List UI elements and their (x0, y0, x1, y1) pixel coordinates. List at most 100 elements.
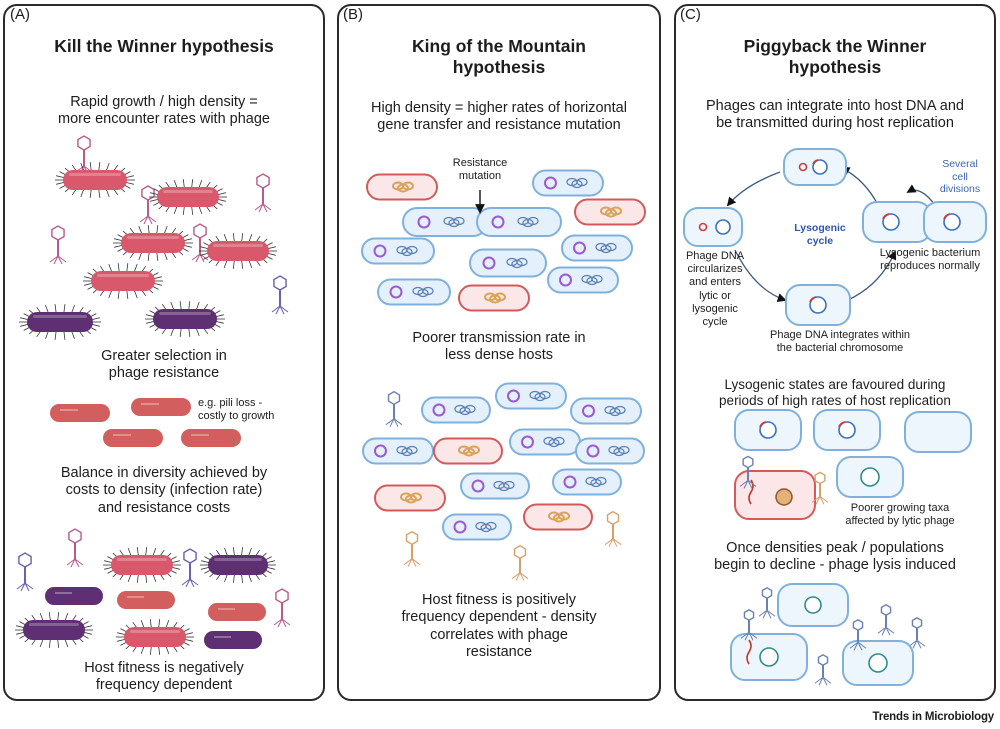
panel-a (3, 4, 325, 701)
phage-icon (254, 173, 272, 213)
phage-dna-circle (798, 162, 808, 172)
text-line: Host fitness is positively (422, 592, 576, 608)
cycle-arrow-top-right (840, 167, 879, 206)
text-line: Host fitness is negatively (84, 660, 244, 676)
panel-b-title: King of the Mountain hypothesis (337, 36, 661, 78)
dividing-cell (402, 207, 488, 237)
lytic-cell (734, 470, 816, 520)
host-cell-blue (561, 234, 633, 262)
title-line: King of the Mountain (412, 36, 586, 56)
text-line: Several (942, 158, 978, 170)
phage-icon (849, 618, 867, 651)
text-line: begin to decline - phage lysis induced (714, 557, 956, 574)
cycle-cell-right-b (923, 201, 987, 243)
resistant-bacterium (117, 591, 175, 609)
phage-icon (511, 544, 529, 581)
pink-bacterium (199, 233, 277, 269)
phage-icon (16, 552, 34, 592)
text-line: Resistance (452, 157, 508, 169)
phage-icon (811, 471, 829, 505)
panel-c-text2: Lysogenic states are favoured during per… (674, 377, 996, 409)
panel-b-art (361, 169, 646, 581)
text-line: affected by lytic phage (845, 515, 955, 528)
text-line: Rapid growth / high density = (70, 94, 258, 110)
purple-bacterium (19, 304, 101, 340)
lysogenic-cycle-label: Lysogenic cycle (780, 222, 860, 247)
phage-icon (403, 530, 421, 567)
panel-c-text1: Phages can integrate into host DNA and b… (674, 98, 996, 133)
pink-bacterium (103, 547, 181, 583)
text-line: Poorer transmission rate in (412, 330, 586, 346)
panel-b-tag: (B) (343, 6, 363, 23)
panel-a-text3: Balance in diversity achieved by costs t… (3, 465, 325, 517)
phage-icon (273, 588, 291, 628)
cycle-cell-left (683, 207, 743, 247)
panel-b-text2: Poorer transmission rate in less dense h… (337, 330, 661, 365)
resistant-bacterium (208, 603, 266, 621)
text-line: lysogenic (692, 302, 738, 315)
host-cell-blue (495, 382, 567, 410)
several-divisions-label: Several cell divisions (930, 158, 990, 196)
panel-a-art (15, 135, 291, 655)
host-cell-blue (421, 396, 491, 424)
purple-bacterium (145, 301, 225, 337)
panel-a-text2: Greater selection in phage resistance (3, 348, 325, 383)
phage-icon (604, 510, 622, 547)
title-line: Piggyback the Winner (743, 36, 927, 56)
text-line: more encounter rates with phage (58, 111, 270, 128)
text-line: frequency dependent (95, 677, 233, 694)
resistant-bacterium (204, 631, 262, 649)
phage-icon (740, 608, 758, 641)
resistant-bacterium (181, 429, 241, 447)
lysogenic-cell (813, 409, 881, 451)
cycle-arrow-bottom-left (734, 249, 787, 303)
phage-dna-circle (698, 222, 708, 232)
panel-c-tag: (C) (680, 6, 701, 23)
phage-dna-integrates-label: Phage DNA integrates within the bacteria… (750, 329, 930, 355)
empty-cell (904, 411, 972, 453)
text-line: reproduces normally (880, 260, 980, 273)
title-line: hypothesis (788, 57, 882, 77)
phage-icon (181, 548, 199, 588)
pink-bacterium (55, 162, 135, 198)
text-line: cycle (702, 315, 728, 328)
text-line: periods of high rates of host replicatio… (719, 393, 951, 409)
text-line: Balance in diversity achieved by (60, 465, 268, 481)
host-cell-blue (460, 472, 530, 500)
cycle-cell-bottom (785, 284, 851, 326)
dividing-cell (476, 207, 562, 237)
host-cell-blue (570, 397, 642, 425)
text-line: Poorer growing taxa (850, 502, 950, 514)
text-line: mutation (458, 170, 502, 183)
panel-c-text3: Once densities peak / populations begin … (674, 540, 996, 575)
pink-bacterium (149, 179, 227, 215)
panel-c-art (683, 148, 987, 686)
text-line: Phages can integrate into host DNA and (706, 98, 964, 114)
text-line: be transmitted during host replication (716, 115, 954, 132)
journal-footer: Trends in Microbiology (872, 711, 995, 723)
phage-icon (271, 275, 289, 315)
text-line: cell (952, 170, 968, 183)
lysogenic-cell (836, 456, 904, 498)
text-line: e.g. pili loss - (198, 397, 263, 409)
phage-dna-circularizes-label: Phage DNA circularizes and enters lytic … (680, 250, 750, 329)
text-line: Lysogenic (794, 222, 846, 234)
phage-icon (75, 135, 93, 175)
title-line: hypothesis (452, 57, 546, 77)
text-line: correlates with phage (430, 626, 568, 643)
panel-c (674, 4, 996, 701)
host-cell-red (458, 284, 530, 312)
host-cell-blue (361, 237, 435, 265)
host-cell-blue (362, 437, 434, 465)
host-cell-blue (509, 428, 581, 456)
phage-icon (908, 616, 926, 649)
pink-bacterium (116, 619, 194, 655)
text-line: phage resistance (108, 365, 220, 382)
text-line: divisions (939, 183, 981, 196)
pink-bacterium (83, 263, 163, 299)
purple-bacterium (15, 612, 93, 648)
host-cell-red (523, 503, 593, 531)
resistant-bacterium (50, 404, 110, 422)
divisions-arrow (906, 184, 936, 206)
induced-cell (842, 640, 914, 686)
